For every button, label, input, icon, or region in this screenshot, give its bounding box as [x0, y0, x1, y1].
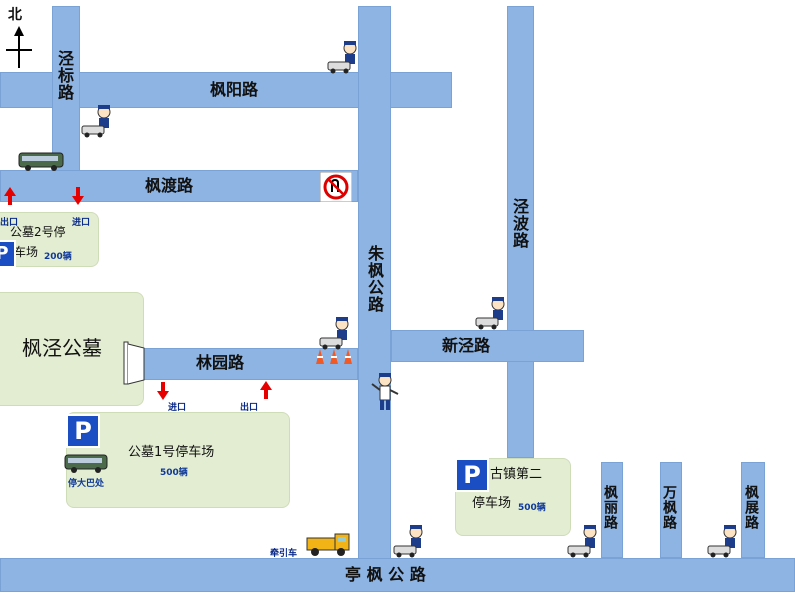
- road-xinjing: [391, 330, 584, 362]
- parking-icon: P: [455, 458, 489, 492]
- lot3-name-line1: 古镇第二: [490, 467, 543, 482]
- lot3-name-line2: 停车场: [472, 496, 512, 511]
- label-fengdu: 枫渡路: [145, 176, 194, 195]
- exit-arrow-icon: [260, 381, 272, 390]
- entry-arrow-icon: [72, 196, 84, 205]
- traffic-cones-icon: [316, 349, 352, 364]
- police-car-icon: [81, 105, 111, 138]
- label-wanfeng: 万枫路: [661, 485, 677, 530]
- compass-north-label: 北: [8, 7, 22, 23]
- police-car-icon: [567, 525, 597, 558]
- road-jingbo: [507, 6, 534, 458]
- label-fengli: 枫丽路: [602, 485, 618, 530]
- no-u-turn-sign-icon: [320, 172, 352, 202]
- bus-icon: [18, 152, 64, 171]
- tow-truck-label: 牵引车: [270, 549, 298, 559]
- north-arrow-icon: [6, 26, 32, 68]
- lot2-entry-label: 进口: [72, 218, 91, 228]
- parking-lot-2: [0, 212, 99, 267]
- road-fengdu: [0, 170, 358, 202]
- lot2-capacity: 200辆: [44, 252, 72, 262]
- police-car-icon: [475, 297, 505, 330]
- lot2-exit-label: 出口: [0, 218, 19, 228]
- entry-arrow-icon: [157, 391, 169, 400]
- road-jingbiao: [52, 6, 80, 172]
- gate-icon: [123, 341, 145, 385]
- label-jingbiao: 泾标路: [55, 50, 74, 101]
- road-wanfeng: [660, 462, 682, 558]
- parking-icon: P: [0, 240, 16, 268]
- lot3-capacity: 500辆: [518, 503, 546, 513]
- road-tingfeng: [0, 558, 795, 592]
- cemetery-area: [0, 292, 144, 406]
- entry-arrow-stem: [76, 187, 80, 196]
- lot1-exit-label: 出口: [240, 403, 259, 413]
- exit-arrow-icon: [4, 187, 16, 196]
- road-fengzhan: [741, 462, 765, 558]
- cemetery-name: 枫泾公墓: [22, 336, 102, 360]
- lot2-name-line1: 公墓2号停: [10, 225, 66, 239]
- lot1-entry-label: 进口: [168, 403, 187, 413]
- tow-truck-icon: [306, 533, 350, 556]
- parking-icon: P: [66, 414, 100, 448]
- police-car-icon: [327, 41, 357, 74]
- police-car-icon: [393, 525, 423, 558]
- exit-arrow-stem: [264, 390, 268, 399]
- road-fengli: [601, 462, 623, 558]
- road-zhufeng: [358, 6, 391, 562]
- label-xinjing: 新泾路: [442, 336, 491, 355]
- exit-arrow-stem: [8, 196, 12, 205]
- entry-arrow-stem: [161, 382, 165, 391]
- police-car-icon: [707, 525, 737, 558]
- police-car-icon: [319, 317, 349, 350]
- traffic-police-icon: [371, 373, 399, 410]
- lot1-capacity: 500辆: [160, 468, 188, 478]
- label-tingfeng: 亭 枫 公 路: [345, 565, 426, 584]
- bus-icon: [64, 454, 108, 473]
- label-fengzhan: 枫展路: [743, 485, 759, 530]
- label-jingbo: 泾波路: [510, 198, 529, 249]
- label-linyuan: 林园路: [196, 353, 245, 372]
- label-fengyang: 枫阳路: [210, 80, 259, 99]
- lot2-name-line2: 车场: [14, 245, 39, 259]
- label-zhufeng: 朱枫公路: [365, 245, 384, 313]
- lot1-name: 公墓1号停车场: [128, 445, 215, 460]
- lot1-bus-note: 停大巴处: [68, 479, 105, 489]
